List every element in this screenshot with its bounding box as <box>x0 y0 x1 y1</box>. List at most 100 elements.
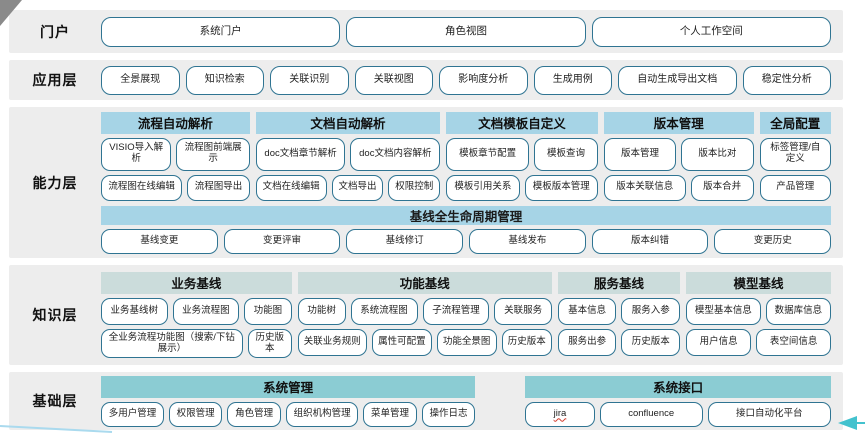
group-header: 文档自动解析 <box>255 111 441 134</box>
diagram-box: 稳定性分析 <box>742 65 831 95</box>
diagram-box: 基线修订 <box>346 228 464 254</box>
diagram-box: 自动生成导出文档 <box>618 65 737 95</box>
diagram-box: 系统门户 <box>101 16 341 47</box>
diagram-box: 基线发布 <box>469 228 586 254</box>
diagram-box: 业务流程图 <box>172 297 240 325</box>
group-row: 模型基本信息数据库信息 <box>686 297 832 325</box>
baseline-lifecycle-header: 基线全生命周期管理 <box>101 205 831 225</box>
diagram-box: 个人工作空间 <box>591 16 831 47</box>
capability-groups: 流程自动解析 VISIO导入解析流程图前端展示流程图在线编辑流程图导出 文档自动解析… <box>101 111 831 201</box>
diagram-group: 模型基线模型基本信息数据库信息用户信息表空间信息 <box>686 271 832 359</box>
diagram-group: 全局配置标签管理/自定义产品管理 <box>759 111 831 201</box>
diagram-box: 权限管理 <box>168 401 223 427</box>
diagram-group: 流程自动解析 VISIO导入解析流程图前端展示流程图在线编辑流程图导出 <box>101 111 250 201</box>
group-row: 业务基线树业务流程图功能图 <box>101 297 292 325</box>
diagram-box: 属性可配置 <box>371 328 432 356</box>
group-row: 流程图在线编辑流程图导出 <box>101 174 250 201</box>
diagram-box: 关联识别 <box>270 65 349 95</box>
layer-knowledge: 知识层 业务基线业务基线树业务流程图功能图全业务流程功能图（搜索/下钻展示）历史… <box>9 265 843 365</box>
diagram-box: confluence <box>599 401 703 427</box>
diagram-box: 版本合并 <box>690 174 754 201</box>
group-row: 功能树系统流程图子流程管理关联服务 <box>297 297 552 325</box>
portal-items-row: 系统门户角色视图个人工作空间 <box>101 16 831 47</box>
diagram-box: 基本信息 <box>557 297 617 325</box>
diagram-group: 版本管理版本管理版本比对版本关联信息版本合并 <box>603 111 754 201</box>
diagram-box: 流程图导出 <box>187 174 250 201</box>
diagram-box: 关联业务规则 <box>297 328 367 356</box>
diagram-box: 变更评审 <box>223 228 341 254</box>
diagram-box: 影响度分析 <box>439 65 528 95</box>
diagram-box: 历史版本 <box>247 328 292 359</box>
diagram-box: 接口自动化平台 <box>707 401 832 427</box>
diagram-box: 功能树 <box>297 297 346 325</box>
diagram-box: 模板引用关系 <box>446 174 520 201</box>
group-row: 服务出参历史版本 <box>557 328 681 356</box>
knowledge-groups: 业务基线业务基线树业务流程图功能图全业务流程功能图（搜索/下钻展示）历史版本功能… <box>101 271 832 359</box>
diagram-box: 标签管理/自定义 <box>759 137 831 171</box>
diagram-box: 子流程管理 <box>422 297 490 325</box>
diagram-box: 产品管理 <box>759 174 831 201</box>
diagram-box: 模型基本信息 <box>686 297 761 325</box>
diagram-group: 文档模板自定义模板章节配置模板查询模板引用关系模板版本管理 <box>446 111 598 201</box>
group-header: 服务基线 <box>557 271 681 294</box>
group-row: 模板引用关系模板版本管理 <box>446 174 598 201</box>
group-header: 功能基线 <box>297 271 552 294</box>
group-row: 版本关联信息版本合并 <box>603 174 754 201</box>
diagram-box: 版本比对 <box>681 137 754 171</box>
group-header: 文档模板自定义 <box>446 111 598 134</box>
application-items-row: 全景展现知识检索关联识别关联视图影响度分析生成用例自动生成导出文档稳定性分析 <box>101 65 831 95</box>
misspelled-text: jira <box>553 407 567 419</box>
group-header: 系统接口 <box>525 375 831 398</box>
group-header: 流程自动解析 <box>101 111 250 134</box>
diagram-box: 表空间信息 <box>756 328 832 356</box>
diagram-group: 功能基线功能树系统流程图子流程管理关联服务关联业务规则属性可配置功能全景图历史版… <box>297 271 552 359</box>
diagram-box: 生成用例 <box>533 65 612 95</box>
diagram-group: 服务基线基本信息服务入参服务出参历史版本 <box>557 271 681 359</box>
diagram-box: 文档导出 <box>331 174 384 201</box>
group-row: 关联业务规则属性可配置功能全景图历史版本 <box>297 328 552 356</box>
diagram-box: 权限控制 <box>388 174 441 201</box>
diagram-box: 历史版本 <box>501 328 552 356</box>
diagram-box: 系统流程图 <box>350 297 418 325</box>
group-row: 产品管理 <box>759 174 831 201</box>
diagram-box: 业务基线树 <box>101 297 168 325</box>
diagram-box: 多用户管理 <box>101 401 164 427</box>
diagram-box: 功能图 <box>244 297 292 325</box>
diagram-box: 版本纠错 <box>591 228 709 254</box>
layer-label-capability: 能力层 <box>32 174 78 191</box>
layer-label-portal: 门户 <box>40 23 70 40</box>
diagram-group: 业务基线业务基线树业务流程图功能图全业务流程功能图（搜索/下钻展示）历史版本 <box>101 271 292 359</box>
diagram-box: 流程图在线编辑 <box>101 174 183 201</box>
group-row: VISIO导入解析流程图前端展示 <box>101 137 250 171</box>
group-row: 多用户管理权限管理角色管理组织机构管理菜单管理操作日志 <box>101 401 476 427</box>
group-header: 版本管理 <box>603 111 754 134</box>
diagram-box: 功能全景图 <box>436 328 497 356</box>
diagram-box: 角色视图 <box>346 16 586 47</box>
architecture-diagram: 门户 系统门户角色视图个人工作空间 应用层 全景展现知识检索关联识别关联视图影响… <box>9 10 843 430</box>
group-row: 文档在线编辑文档导出权限控制 <box>255 174 441 201</box>
diagram-box: 全景展现 <box>101 65 180 95</box>
group-row: 全业务流程功能图（搜索/下钻展示）历史版本 <box>101 328 292 359</box>
layer-label-application: 应用层 <box>32 72 78 88</box>
diagram-box: 角色管理 <box>227 401 281 427</box>
diagram-box: VISIO导入解析 <box>101 137 172 171</box>
group-header: 业务基线 <box>101 271 292 294</box>
baseline-items-row: 基线变更变更评审基线修订基线发布版本纠错变更历史 <box>101 228 832 254</box>
layer-label-foundation: 基础层 <box>32 393 78 409</box>
diagram-box: 全业务流程功能图（搜索/下钻展示） <box>101 328 243 359</box>
diagram-box: 关联视图 <box>354 65 433 95</box>
layer-portal: 门户 系统门户角色视图个人工作空间 <box>9 10 843 53</box>
diagram-box: jira <box>525 401 595 427</box>
layer-label-knowledge: 知识层 <box>32 307 78 323</box>
diagram-box: 关联服务 <box>494 297 552 325</box>
diagram-box: 操作日志 <box>421 401 476 427</box>
diagram-box: 模板版本管理 <box>524 174 598 201</box>
diagram-box: 变更历史 <box>714 228 832 254</box>
diagram-box: 数据库信息 <box>765 297 832 325</box>
